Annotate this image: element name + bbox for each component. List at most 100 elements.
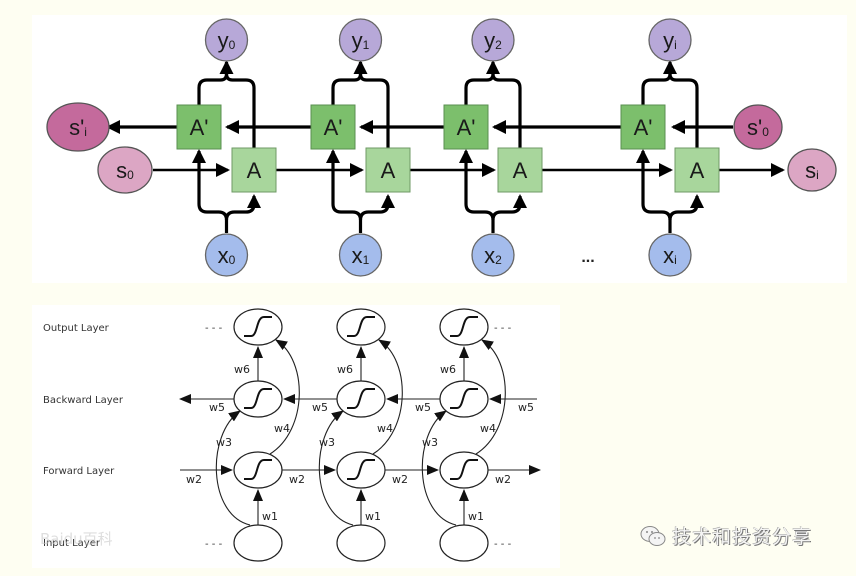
- input-neuron: [336, 524, 386, 562]
- w5-label: w5: [312, 401, 328, 414]
- s-prime-start-label: s'0: [747, 115, 769, 140]
- w2-label: w2: [186, 473, 202, 486]
- w4-arrow: [372, 339, 403, 455]
- sigmoid-icon: [244, 316, 272, 337]
- backward-cell: [443, 104, 489, 150]
- w2-label: w2: [289, 473, 305, 486]
- bottom-brnn-layers-panel: [32, 305, 560, 568]
- w4-arrow: [269, 339, 300, 455]
- w6-label: w6: [337, 363, 353, 376]
- bidirectional-rnn-diagram: A' Ay0 x0 A' Ay1 x1 A' Ay2 x2 A' Ayi xi s'i s'0 s0 si..…: [46, 18, 837, 277]
- w3-arrow: [318, 410, 354, 526]
- wechat-icon: [640, 525, 666, 547]
- backward-layer-label: Backward Layer: [43, 395, 124, 406]
- forward-cell: [497, 147, 543, 193]
- forward-cell: [231, 147, 277, 193]
- w4-arrow: [475, 339, 506, 455]
- input-left-dots: - - -: [205, 539, 223, 550]
- s-start-node: [97, 146, 153, 194]
- output-node-label: yi: [663, 28, 677, 53]
- w6-label: w6: [234, 363, 250, 376]
- s-end-label: si: [805, 158, 819, 183]
- watermark-text: 技术和投资分享: [672, 526, 813, 548]
- w3-arrow: [421, 410, 457, 526]
- w5-label: w5: [209, 401, 225, 414]
- input-connector: [668, 194, 704, 221]
- s-prime-end-label: s'i: [69, 115, 87, 140]
- backward-cell: [176, 104, 222, 150]
- output-node-label: y0: [218, 28, 236, 53]
- input-node-x0: [204, 233, 249, 277]
- w5-label: w5: [415, 401, 431, 414]
- forward-cell-label: A: [513, 158, 528, 183]
- backward-cell-label: A': [457, 115, 476, 140]
- output-node-label: y1: [352, 28, 370, 53]
- input-neuron: [439, 524, 489, 562]
- output-right-dots: - - -: [494, 323, 512, 334]
- input-connector: [491, 194, 527, 221]
- w4-label: w4: [274, 422, 290, 435]
- w1-label: w1: [262, 510, 278, 523]
- w6-label: w6: [440, 363, 456, 376]
- forward-cell: [674, 147, 720, 193]
- w3-label: w3: [319, 436, 335, 449]
- sigmoid-icon: [347, 388, 375, 409]
- output-connector: [224, 73, 256, 148]
- output-layer-label: Output Layer: [43, 323, 110, 334]
- ellipsis: ...: [581, 249, 594, 266]
- input-node-x2: [471, 233, 515, 277]
- output-node-y1: [338, 18, 383, 62]
- s-start-label: s0: [116, 158, 134, 183]
- w5-label: w5: [518, 401, 534, 414]
- input-neuron: [233, 524, 283, 562]
- output-connector: [668, 73, 699, 148]
- backward-cell-label: A': [634, 115, 653, 140]
- backward-cell-label: A': [324, 115, 343, 140]
- input-node-label: x1: [352, 243, 370, 268]
- baidu-watermark: Baidu百科: [40, 530, 113, 548]
- s-prime-start-node: [733, 104, 783, 150]
- w4-label: w4: [480, 422, 496, 435]
- forward-layer-label: Forward Layer: [43, 466, 115, 477]
- input-node-label: xi: [663, 243, 677, 268]
- forward-cell-label: A: [247, 158, 262, 183]
- w4-label: w4: [377, 422, 393, 435]
- input-layer-label: Input Layer: [43, 538, 101, 549]
- output-node-y2: [471, 18, 515, 62]
- backward-cell: [620, 104, 666, 150]
- output-connector: [491, 73, 522, 148]
- w3-arrow: [215, 410, 251, 526]
- forward-cell-label: A: [381, 158, 396, 183]
- output-connector: [358, 73, 390, 148]
- output-node-y0: [204, 18, 249, 62]
- s-end-node: [787, 148, 837, 192]
- input-node-label: x0: [218, 243, 236, 268]
- input-right-dots: - - -: [494, 539, 512, 550]
- sigmoid-icon: [450, 316, 478, 337]
- sigmoid-icon: [244, 459, 272, 480]
- w1-label: w1: [365, 510, 381, 523]
- forward-cell-label: A: [690, 158, 705, 183]
- forward-cell: [365, 147, 411, 193]
- s-prime-end-node: [46, 102, 110, 152]
- sigmoid-icon: [347, 316, 375, 337]
- w3-label: w3: [422, 436, 438, 449]
- wechat-watermark: 技术和投资分享: [640, 522, 812, 549]
- input-node-xi: [648, 233, 692, 277]
- output-node-yi: [648, 18, 692, 62]
- sigmoid-icon: [244, 388, 272, 409]
- w3-label: w3: [216, 436, 232, 449]
- backward-cell: [310, 104, 356, 150]
- output-left-dots: - - -: [205, 323, 223, 334]
- input-connector: [224, 194, 261, 221]
- w2-label: w2: [495, 473, 511, 486]
- backward-cell-label: A': [190, 115, 209, 140]
- sigmoid-icon: [450, 388, 478, 409]
- input-node-x1: [338, 233, 383, 277]
- output-node-label: y2: [484, 28, 502, 53]
- w1-label: w1: [468, 510, 484, 523]
- input-node-label: x2: [484, 243, 502, 268]
- sigmoid-icon: [347, 459, 375, 480]
- sigmoid-icon: [450, 459, 478, 480]
